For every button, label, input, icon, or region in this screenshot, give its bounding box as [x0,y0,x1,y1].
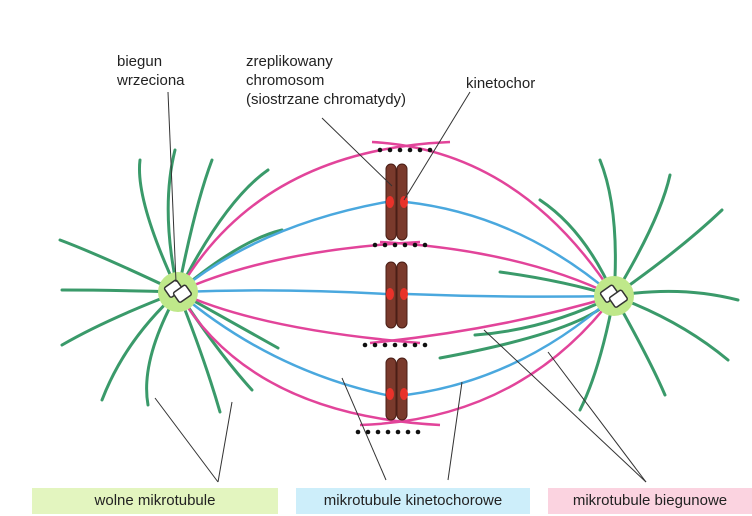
chromosome-top [385,163,408,241]
kinetochore-label: kinetochor [466,75,536,92]
kinetochore-microtubules [177,200,615,397]
leader-lines [154,91,647,483]
legend-polar-microtubules: mikrotubule biegunowe [548,488,752,514]
motor-protein-dots [355,147,433,435]
legend-kinetochore-microtubules: mikrotubule kinetochorowe [296,488,530,514]
spindle-pole-left [158,272,198,312]
chromosome-label: zreplikowany chromosom (siostrzane chrom… [246,53,407,108]
chromosome-bottom [385,357,408,421]
pole-label: biegun wrzeciona [117,53,185,89]
legend-free-microtubules: wolne mikrotubule [32,488,278,514]
spindle-pole-right [594,276,634,316]
chromosome-middle [385,261,408,329]
